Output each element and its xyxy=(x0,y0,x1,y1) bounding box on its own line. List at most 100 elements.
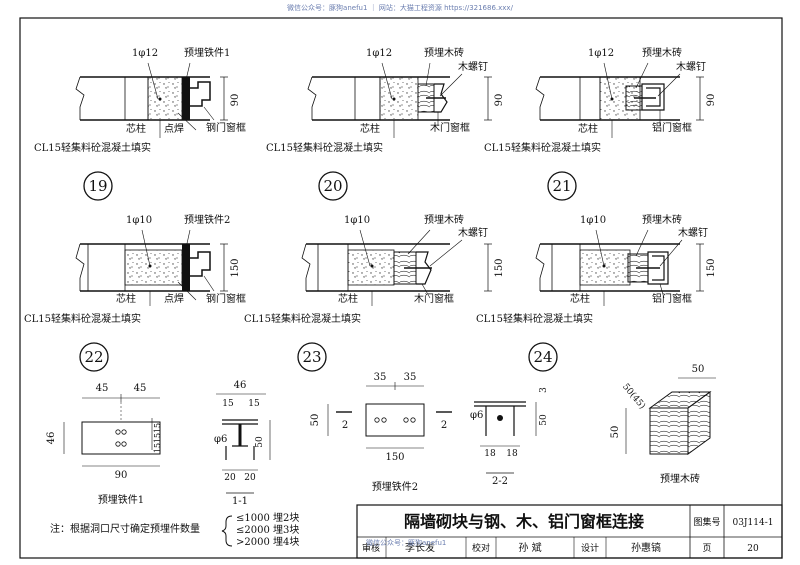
fill-label: CL15轻集料砼混凝土填实 xyxy=(484,141,601,154)
dim-label: 20 xyxy=(224,473,236,483)
frame-label: 木门窗框 xyxy=(430,121,470,134)
dim-label: 50 xyxy=(310,414,321,427)
detail-19 xyxy=(75,62,228,138)
screw-label: 木螺钉 xyxy=(676,61,706,73)
core-label: 芯柱 xyxy=(360,122,380,135)
dim-label: 50 xyxy=(539,414,549,426)
embed-label: 预埋木砖 xyxy=(424,213,464,226)
embed-label: 预埋铁件1 xyxy=(184,46,230,59)
embed-label: 预埋木砖 xyxy=(424,46,464,59)
detail-number: 19 xyxy=(88,177,107,195)
part-name: 预埋铁件2 xyxy=(372,480,418,493)
section-mark: 2 xyxy=(441,420,447,431)
dim-label: 150 xyxy=(385,452,404,463)
detail-number: 21 xyxy=(552,177,571,195)
screw-label: 木螺钉 xyxy=(678,227,708,239)
dimension-label: 90 xyxy=(230,94,241,107)
drawing-title: 隔墙砌块与钢、木、铝门窗框连接 xyxy=(404,512,644,531)
rebar-label: φ6 xyxy=(470,410,483,421)
dimension-label: 150 xyxy=(494,258,505,277)
angle-section-drawing xyxy=(216,393,271,494)
dim-label: 45 xyxy=(96,383,109,394)
dim-label: 46 xyxy=(46,432,57,445)
section-label: 1-1 xyxy=(232,496,248,507)
frame-label: 木门窗框 xyxy=(414,292,454,305)
note-line: ≤1000 埋2块 xyxy=(236,512,299,524)
fill-label: CL15轻集料砼混凝土填实 xyxy=(244,312,361,325)
screw-label: 木螺钉 xyxy=(458,61,488,73)
designer-name: 孙惠镐 xyxy=(631,541,661,554)
dim-label: 50(45) xyxy=(620,381,648,411)
detail-number: 23 xyxy=(302,348,321,366)
detail-24 xyxy=(535,229,704,306)
note-brace xyxy=(221,515,233,547)
dim-label: 46 xyxy=(234,380,247,391)
detail-23 xyxy=(301,229,492,306)
dim-label: 3 xyxy=(539,387,549,393)
frame-label: 铝门窗框 xyxy=(652,292,692,305)
fill-label: CL15轻集料砼混凝土填实 xyxy=(34,141,151,154)
rebar-label: 1φ10 xyxy=(126,215,152,226)
dim-label: 18 xyxy=(484,449,496,459)
rebar-label: φ6 xyxy=(214,434,227,445)
title-block xyxy=(356,504,783,559)
detail-number: 24 xyxy=(533,348,552,366)
atlas-label: 图集号 xyxy=(693,516,720,528)
dim-label: 50 xyxy=(610,426,621,439)
dim-label: 15 xyxy=(222,399,234,409)
rebar-label: 1φ10 xyxy=(580,215,606,226)
frame-label: 铝门窗框 xyxy=(652,121,692,134)
bottom-watermark: 微信公众号：豚狗anefu1 xyxy=(366,539,447,547)
embed-label: 预埋铁件2 xyxy=(184,213,230,226)
frame-label: 钢门窗框 xyxy=(206,121,246,134)
dim-label: 15 xyxy=(153,443,162,453)
section-2-2-drawing xyxy=(474,401,537,474)
dim-label: 15 xyxy=(153,433,162,443)
atlas-number: 03J114-1 xyxy=(732,518,773,528)
detail-20 xyxy=(307,62,492,138)
dimension-label: 90 xyxy=(706,94,717,107)
dim-label: 15 xyxy=(153,423,162,433)
embed-label: 预埋木砖 xyxy=(642,46,682,59)
dimension-label: 150 xyxy=(706,258,717,277)
fill-label: CL15轻集料砼混凝土填实 xyxy=(476,312,593,325)
section-mark: 2 xyxy=(342,420,348,431)
dimension-label: 150 xyxy=(230,258,241,277)
note-text: 注：根据洞口尺寸确定预埋件数量 xyxy=(50,522,200,535)
dim-label: 35 xyxy=(404,372,417,383)
detail-21 xyxy=(535,62,704,138)
dim-label: 35 xyxy=(374,372,387,383)
part-name: 预埋铁件1 xyxy=(98,493,144,506)
section-label: 2-2 xyxy=(492,476,508,487)
note-line: ≤2000 埋3块 xyxy=(236,524,299,536)
part-name: 预埋木砖 xyxy=(660,472,700,485)
design-label: 设计 xyxy=(581,542,599,554)
rebar-label: 1φ12 xyxy=(366,48,392,59)
rebar-label: 1φ12 xyxy=(132,48,158,59)
dim-label: 90 xyxy=(115,470,128,481)
core-label: 芯柱 xyxy=(116,292,136,305)
core-label: 芯柱 xyxy=(338,292,358,305)
dim-label: 45 xyxy=(134,383,147,394)
page-number: 20 xyxy=(747,544,759,554)
reviewer-name: 李长发 xyxy=(405,541,435,554)
dim-label: 50 xyxy=(692,364,705,375)
dim-label: 15 xyxy=(248,399,260,409)
review-label: 审核 xyxy=(362,542,380,554)
part2-drawing xyxy=(327,382,452,449)
frame-label: 钢门窗框 xyxy=(206,292,246,305)
fill-label: CL15轻集料砼混凝土填实 xyxy=(24,312,141,325)
core-label: 芯柱 xyxy=(578,122,598,135)
core-label: 芯柱 xyxy=(126,122,146,135)
embed-label: 预埋木砖 xyxy=(642,213,682,226)
detail-number-circles xyxy=(79,171,577,372)
fill-label: CL15轻集料砼混凝土填实 xyxy=(266,141,383,154)
top-watermark: 微信公众号：豚狗anefu1 ｜ 网站：大猫工程资源 https://32168… xyxy=(287,4,513,12)
dimension-label: 90 xyxy=(494,94,505,107)
weld-label: 点焊 xyxy=(164,293,184,305)
detail-number: 20 xyxy=(323,177,342,195)
wood-brick-drawing xyxy=(625,377,716,455)
checker-name: 孙 斌 xyxy=(518,541,541,554)
dim-label: 50 xyxy=(255,436,265,448)
